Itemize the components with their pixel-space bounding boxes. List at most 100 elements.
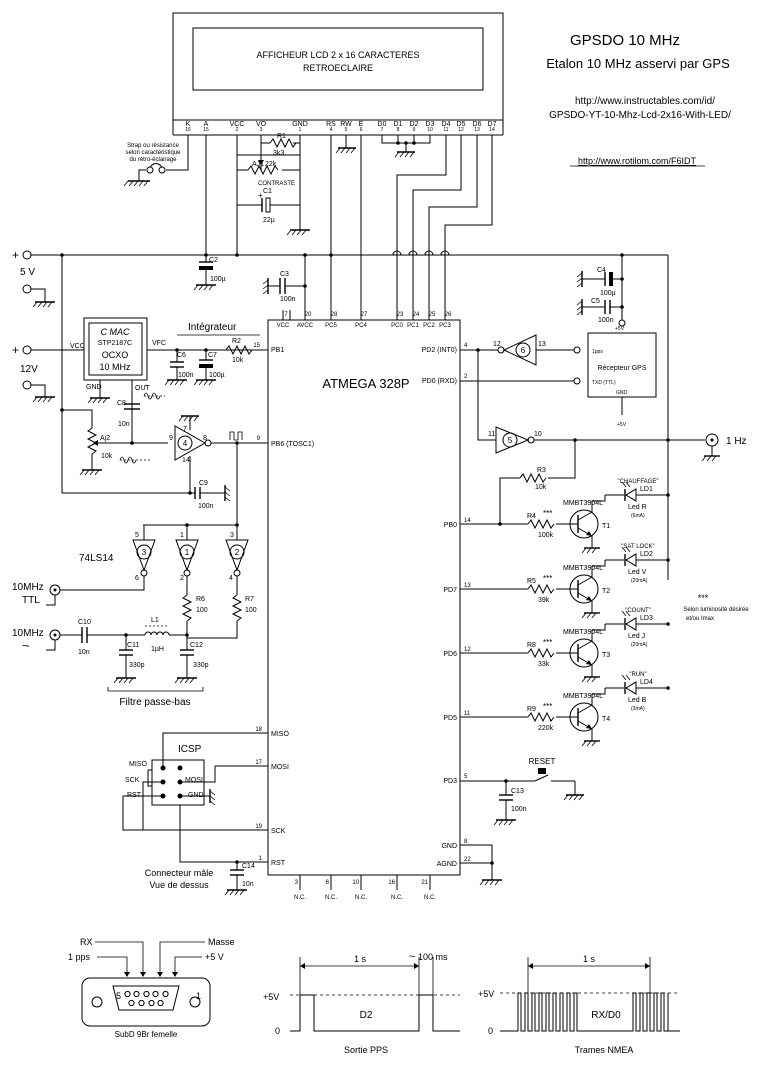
lcd-pin-number: 3 (260, 127, 263, 133)
base-resistor-value: 39k (538, 597, 550, 604)
c4-value: 100µ (600, 290, 616, 297)
mcu-top-pin-label: PC2 (423, 323, 435, 329)
c10-ref: C10 (78, 619, 91, 626)
ocxo-module (83, 317, 148, 381)
ttl-label-1: 10MHz (12, 582, 44, 593)
subd-pin (157, 999, 164, 1007)
reset-ground (563, 794, 584, 801)
lcd-pin-number: 4 (330, 127, 333, 133)
mcu-top-pin-number: 23 (397, 312, 404, 318)
url-instructables-1[interactable]: http://www.instructables.com/id/ (575, 96, 715, 107)
base-resistor-value: 100k (538, 532, 554, 539)
nc-pin-label: N.C. (391, 895, 403, 901)
url-rotilom[interactable]: http://www.rotilom.com/F6IDT (578, 156, 697, 166)
reset-button[interactable] (520, 768, 576, 795)
r6-resistor (181, 594, 193, 622)
pps-5v: +5V (263, 992, 279, 1002)
stars: *** (543, 574, 552, 583)
pin-12-number: 12 (464, 647, 471, 653)
c12-ground (174, 677, 197, 684)
led-status: "COUNT" (625, 608, 651, 614)
url-instructables-2[interactable]: GPSDO-YT-10-Mhz-Lcd-2x16-With-LED/ (549, 110, 731, 121)
r2-ref: R2 (232, 338, 241, 345)
base-resistor-ref: R9 (527, 706, 536, 713)
subd-rx: RX (80, 937, 93, 947)
lcd-pin-number: 14 (489, 127, 495, 133)
r7-resistor (231, 594, 243, 622)
mcu-top-pin-number: 26 (445, 312, 452, 318)
mcu-top-pin-label: AVCC (297, 323, 314, 329)
lcd-pin-name: D7 (488, 121, 497, 128)
ocxo-ground (87, 397, 110, 404)
pin-pd3: PD3 (443, 778, 457, 785)
subd-pins (124, 990, 169, 1007)
lcd-pin-name: A (204, 121, 209, 128)
nc-pin-label: N.C. (424, 895, 436, 901)
nmea-period: 1 s (583, 954, 596, 964)
c9-ref: C9 (199, 480, 208, 487)
lcd-module (172, 12, 504, 121)
c5-ref: C5 (591, 298, 600, 305)
led-color: Led R (628, 504, 647, 511)
ocxo-gnd: GND (86, 384, 102, 391)
lcd-pin-name: D4 (442, 121, 451, 128)
pin-11-number: 11 (464, 711, 471, 717)
mcu-top-pin-number: 20 (305, 312, 312, 318)
c3-ref: C3 (280, 271, 289, 278)
base-resistor-ref: R4 (527, 513, 536, 520)
strap-ground (123, 180, 150, 187)
chip-74ls14: 74LS14 (79, 553, 114, 564)
gate-6-pin-out: 12 (493, 341, 501, 348)
led-diode (625, 488, 637, 502)
5v-ground (32, 301, 55, 308)
1hz-ground (701, 455, 720, 462)
c4-capacitor (609, 272, 613, 286)
gate-4-pin-in: 9 (169, 435, 173, 442)
led-color: Led B (628, 697, 647, 704)
lcd-pin-number: 11 (443, 127, 448, 133)
lcd-pin-name: D5 (457, 121, 466, 128)
stars: *** (543, 702, 552, 711)
transistor-type: MMBT3904L (563, 693, 603, 700)
gate-1-pin-out: 2 (180, 575, 184, 582)
gate-2-pin-out: 4 (229, 575, 233, 582)
strap-note-2: selon caractéristique (125, 150, 181, 156)
subd-pin (152, 990, 159, 998)
r1-resistor (269, 137, 297, 149)
pin-4-number: 4 (464, 343, 468, 349)
led-current: (20mA) (631, 642, 648, 648)
lcd-pin-number: 5 (345, 127, 348, 133)
subd-pin (143, 990, 150, 998)
rw-ground (335, 147, 356, 154)
pin-agnd: AGND (437, 861, 457, 868)
pin-14-number: 14 (464, 518, 471, 524)
ocxo-vfc: VFC (152, 340, 166, 347)
led-current: (3mA) (631, 706, 645, 712)
pin-13-number: 13 (464, 583, 471, 589)
aj2-ref: Aj2 (100, 435, 110, 442)
icsp-conn-2: Vue de dessus (149, 880, 209, 890)
lcd-pin-name: VCC (230, 121, 245, 128)
c8-ref: C8 (117, 400, 126, 407)
subd-label: SubD 9Br femelle (115, 1030, 178, 1039)
subd-pin5: 5 (116, 991, 121, 1001)
ocxo-out: OUT (135, 385, 151, 392)
subd-pin (128, 999, 135, 1007)
pin-pd0: PD0 (RXD) (422, 378, 457, 385)
gate-4-pin-out: 8 (203, 435, 207, 442)
led-ref: LD1 (640, 486, 653, 493)
ttl-label-2: TTL (22, 595, 40, 606)
v5-label: 5 V (20, 267, 35, 278)
lcd-pin-name: D6 (473, 121, 482, 128)
gate-4 (174, 425, 207, 461)
mcu-top-pin-label: PC4 (355, 323, 367, 329)
gate-6-label: 6 (521, 346, 526, 355)
c14-ref: C14 (242, 863, 255, 870)
mcu-top-pin-number: 28 (331, 312, 338, 318)
nmea-caption: Trames NMEA (575, 1045, 634, 1055)
c4-ref: C4 (597, 267, 606, 274)
base-resistor (527, 518, 555, 530)
c2-capacitor (199, 266, 213, 270)
lcd-pin-number: 1 (299, 127, 302, 133)
sine-tilde: ~ (22, 638, 30, 653)
